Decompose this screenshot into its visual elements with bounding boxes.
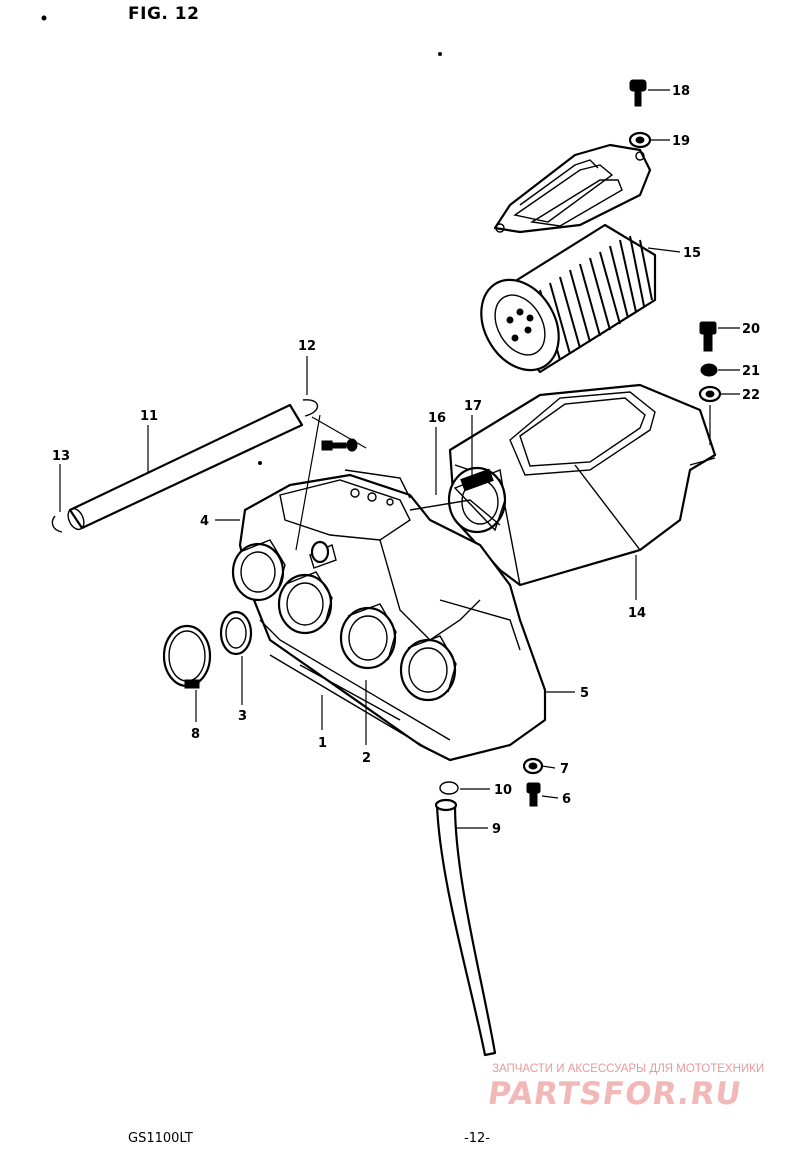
callout-14: 14 [628, 606, 646, 621]
intake-boot-3-drawing [339, 603, 397, 670]
callout-19: 19 [672, 134, 690, 149]
stray-dot [41, 15, 47, 21]
leader-lines [59, 89, 740, 829]
ring-3-drawing [219, 610, 253, 656]
callout-12: 12 [298, 339, 316, 354]
callout-21: 21 [742, 364, 760, 379]
intake-boot-1-drawing [231, 539, 286, 602]
callout-6: 6 [562, 792, 571, 807]
callout-7: 7 [560, 762, 569, 777]
clamp-8-drawing [162, 624, 212, 689]
callout-17: 17 [464, 399, 482, 414]
connector-tube-drawing [447, 466, 507, 534]
washer-19-drawing [628, 131, 652, 149]
small-screw-drawing [321, 438, 358, 452]
callout-13: 13 [52, 449, 70, 464]
watermark-logo: PARTSFOR.RU [485, 1076, 745, 1112]
washer-22-drawing [698, 385, 722, 403]
watermark-caption: ЗАПЧАСТИ И АКСЕССУАРЫ ДЛЯ МОТОТЕХНИКИ [492, 1063, 765, 1075]
nut-21-drawing [700, 363, 718, 377]
callout-2: 2 [362, 751, 371, 766]
stray-dot [438, 52, 442, 56]
callout-18: 18 [672, 84, 690, 99]
bolt-20-drawing [699, 321, 717, 352]
air-box-nipple-drawing [310, 540, 330, 564]
callout-15: 15 [683, 246, 701, 261]
callout-16: 16 [428, 411, 446, 426]
callout-4: 4 [200, 514, 209, 529]
callout-9: 9 [492, 822, 501, 837]
cover-plate-drawing [493, 143, 652, 234]
intake-boot-4-drawing [399, 635, 457, 702]
figure-title: FIG. 12 [128, 4, 200, 24]
bolt-6-drawing [526, 782, 541, 807]
clip-10-drawing [439, 781, 459, 795]
callout-3: 3 [238, 709, 247, 724]
air-filter-element-drawing [480, 223, 657, 374]
callout-10: 10 [494, 783, 512, 798]
footer-model: GS1100LT [128, 1131, 193, 1146]
drain-hose-drawing [434, 798, 497, 1057]
breather-tube-drawing [67, 403, 304, 531]
callout-11: 11 [140, 409, 158, 424]
callout-1: 1 [318, 736, 327, 751]
stray-dot [258, 461, 262, 465]
callout-20: 20 [742, 322, 760, 337]
callout-22: 22 [742, 388, 760, 403]
bolt-18-drawing [629, 79, 647, 107]
intake-boot-2-drawing [277, 571, 333, 635]
callout-8: 8 [191, 727, 200, 742]
footer-page-number: -12- [464, 1131, 490, 1146]
nut-7-drawing [522, 757, 544, 775]
callout-5: 5 [580, 686, 589, 701]
clip-13-drawing [51, 515, 63, 533]
clip-12-drawing [302, 399, 319, 417]
